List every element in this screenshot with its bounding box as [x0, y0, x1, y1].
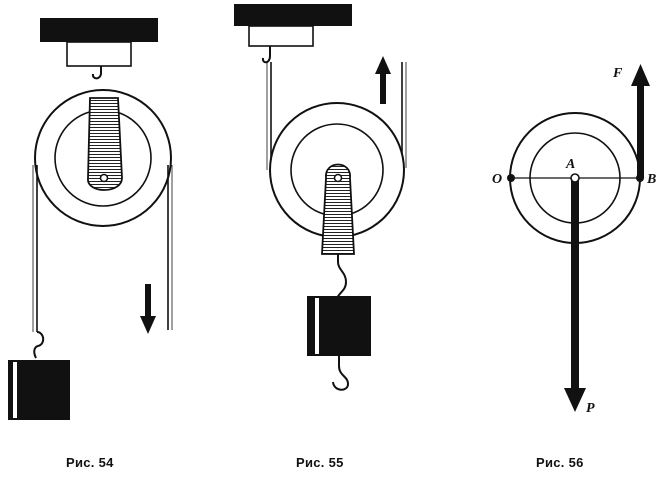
mount-hook — [261, 46, 271, 64]
caption-fig-54: Рис. 54 — [66, 455, 114, 470]
label-a: A — [565, 157, 575, 172]
pulley-bracket — [87, 97, 123, 191]
load-hook — [33, 331, 45, 359]
load-weight — [8, 360, 70, 420]
load-weight — [307, 296, 371, 356]
figure-55 — [234, 4, 407, 391]
mount-block — [66, 41, 132, 67]
label-f: F — [612, 66, 623, 81]
pull-down-arrow — [140, 284, 156, 334]
caption-fig-55: Рис. 55 — [296, 455, 344, 470]
caption-fig-56: Рис. 56 — [536, 455, 584, 470]
ceiling-beam — [234, 4, 352, 26]
point-a — [570, 173, 580, 183]
mount-hook — [91, 66, 102, 80]
pulley-bracket — [321, 163, 355, 255]
point-b — [636, 174, 644, 182]
force-p-arrow — [564, 180, 586, 412]
label-p: P — [586, 401, 595, 416]
force-f-arrow — [631, 64, 650, 178]
point-o — [507, 174, 515, 182]
label-o: O — [492, 172, 502, 187]
label-b: B — [646, 172, 656, 187]
mount-block — [248, 25, 314, 47]
pull-up-arrow — [375, 56, 391, 104]
bracket-hook — [336, 254, 348, 299]
ceiling-beam — [40, 18, 158, 42]
figure-56: O A B F P — [492, 64, 656, 416]
load-bottom-hook — [332, 356, 350, 391]
figure-54 — [8, 18, 173, 420]
